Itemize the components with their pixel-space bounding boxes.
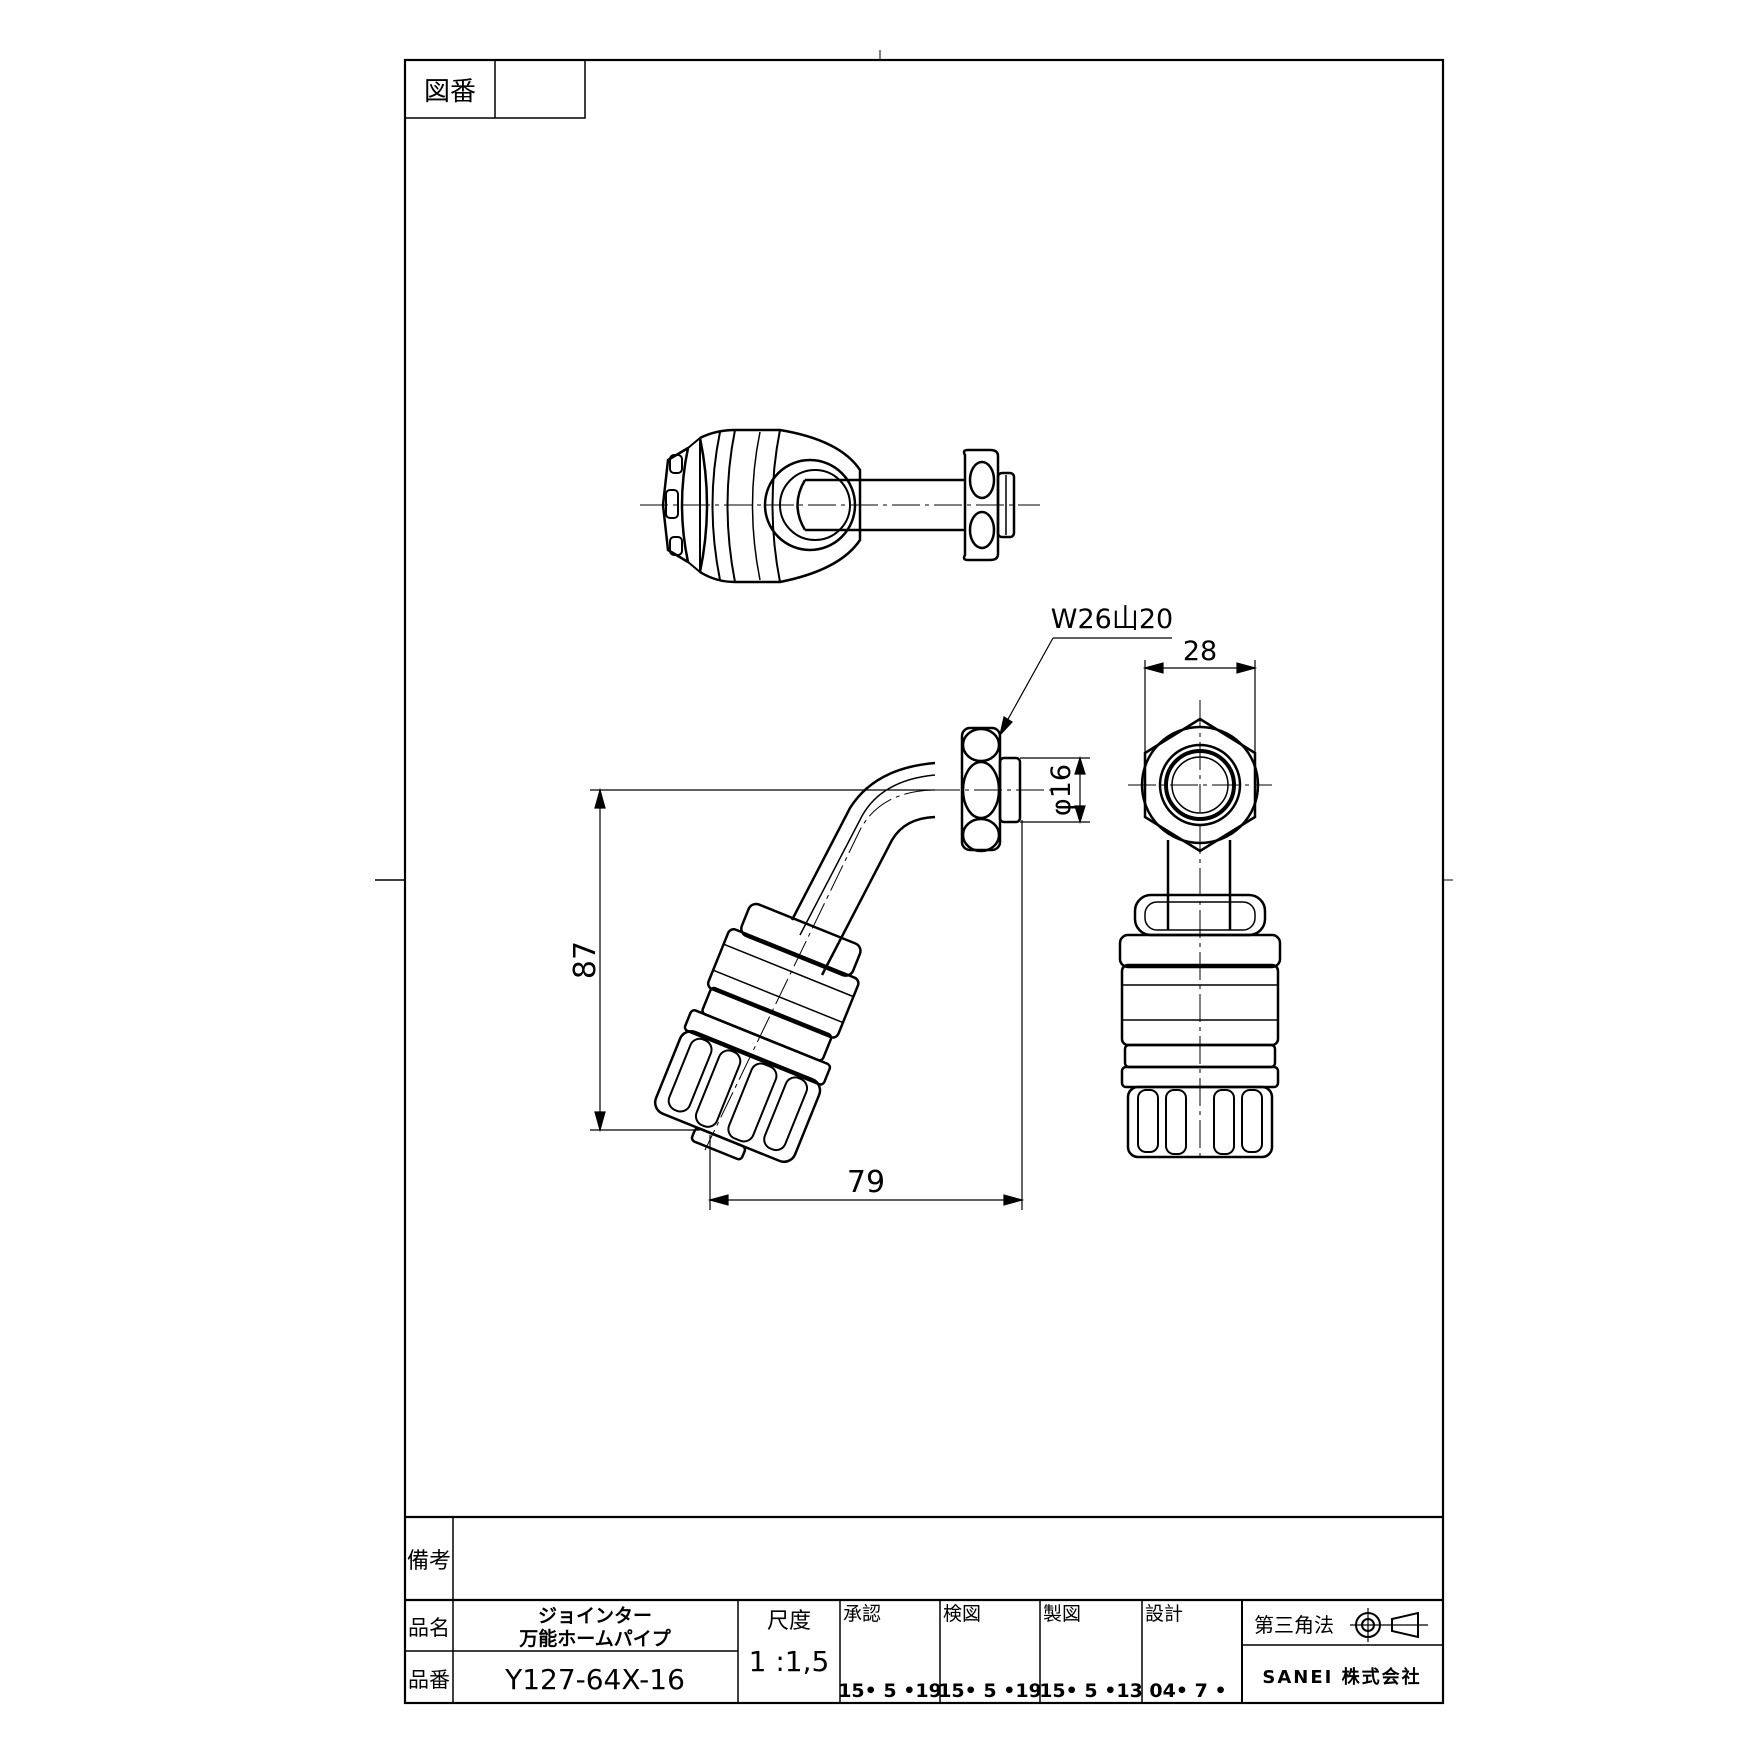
- front-view: [653, 726, 1058, 1164]
- scale-label: 尺度: [767, 1609, 811, 1634]
- drafting-label: 製図: [1043, 1603, 1081, 1625]
- dimension-diameter-label: φ16: [1046, 764, 1077, 816]
- product-name-label: 品名: [408, 1616, 450, 1640]
- projection-method-label: 第三角法: [1254, 1613, 1334, 1637]
- drawing-border: [375, 50, 1453, 1705]
- scale-value: 1 :1,5: [749, 1645, 830, 1678]
- dimension-thread-label: W26山20: [1051, 604, 1173, 635]
- design-date: 04• 7 •: [1149, 1680, 1226, 1702]
- dimension-79-label: 79: [847, 1165, 885, 1200]
- drafting-date: 15• 5 •13: [1039, 1680, 1143, 1702]
- design-label: 設計: [1145, 1603, 1183, 1625]
- company-name: SANEI 株式会社: [1262, 1666, 1421, 1688]
- approval-label: 承認: [843, 1603, 881, 1625]
- product-name-line1: ジョインター: [538, 1605, 652, 1627]
- notes-label: 備考: [407, 1549, 451, 1574]
- side-view: [1118, 700, 1282, 1160]
- check-date: 15• 5 •19: [938, 1680, 1042, 1702]
- dimension-28-label: 28: [1183, 636, 1217, 667]
- dimension-texts: W26山20 28 φ16 87 79: [568, 604, 1217, 1200]
- approval-date: 15• 5 •19: [838, 1680, 942, 1702]
- notes-row: 備考: [405, 1515, 1443, 1703]
- part-number-value: Y127-64X-16: [504, 1663, 685, 1696]
- dimension-87-label: 87: [568, 941, 603, 979]
- third-angle-projection-icon: [1350, 1608, 1428, 1642]
- drawing-number-label: 図番: [424, 77, 476, 107]
- check-label: 検図: [943, 1603, 981, 1625]
- top-view: [640, 428, 1040, 584]
- drawing-number-box: 図番: [404, 59, 586, 119]
- title-block: 品名 ジョインター 万能ホームパイプ 品番 Y127-64X-16 尺度 1 :…: [405, 1598, 1443, 1703]
- part-number-label: 品番: [408, 1668, 450, 1692]
- dimension-lines: [590, 637, 1258, 1210]
- product-name-line2: 万能ホームパイプ: [518, 1627, 671, 1650]
